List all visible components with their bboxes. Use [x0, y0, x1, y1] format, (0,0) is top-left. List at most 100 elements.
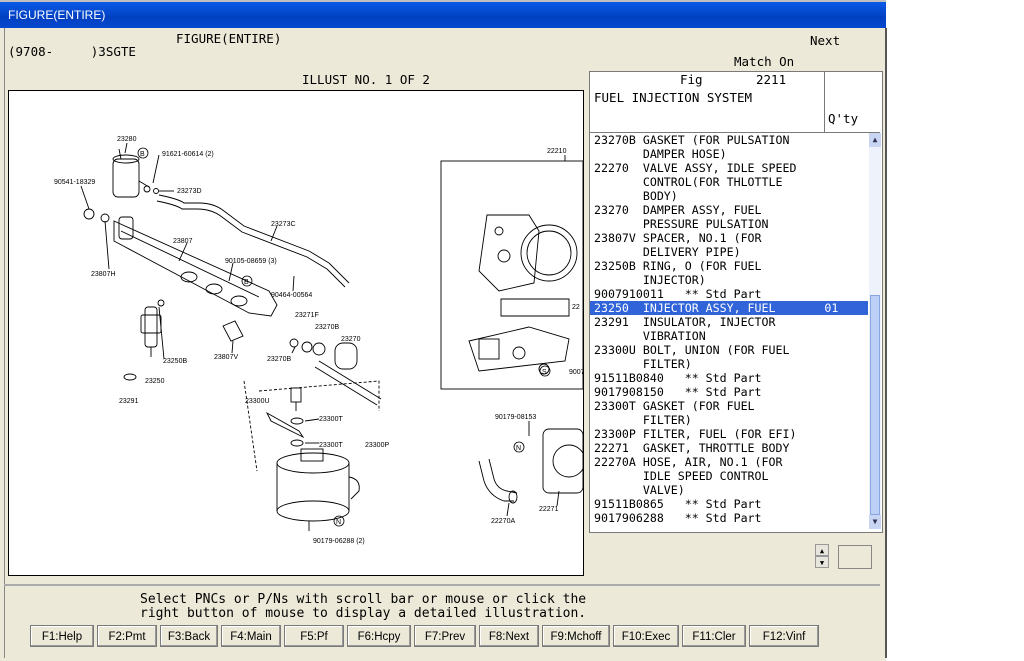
fkey-f11-button[interactable]: F11:Cler: [682, 625, 746, 647]
parts-row[interactable]: VALVE): [594, 483, 685, 497]
marker-b-mid: B: [244, 279, 249, 286]
fkey-f5-button[interactable]: F5:Pf: [284, 625, 344, 647]
window-title: FIGURE(ENTIRE): [8, 8, 106, 22]
fkey-f1-button[interactable]: F1:Help: [30, 625, 94, 647]
label-23807h[interactable]: 23807H: [91, 271, 116, 278]
label-23270[interactable]: 23270: [341, 336, 361, 343]
parts-row[interactable]: 23300P FILTER, FUEL (FOR EFI): [594, 427, 797, 441]
figure-header: Fig 2211 FUEL INJECTION SYSTEM Q'ty: [590, 72, 880, 133]
parts-row[interactable]: 9007910011 ** Std Part: [594, 287, 762, 301]
stepper-down-icon[interactable]: ▼: [815, 556, 829, 568]
label-23273d[interactable]: 23273D: [177, 188, 202, 195]
parts-row[interactable]: CONTROL(FOR THLOTTLE: [594, 175, 783, 189]
label-23807[interactable]: 23807: [173, 238, 193, 245]
figure-title: FIGURE(ENTIRE): [176, 31, 282, 46]
label-23300p[interactable]: 23300P: [365, 442, 389, 449]
parts-list[interactable]: 23270B GASKET (FOR PULSATION DAMPER HOSE…: [590, 133, 868, 529]
application-window: FIGURE(ENTIRE) (9708- )3SGTE FIGURE(ENTI…: [0, 0, 887, 661]
qty-header: Q'ty: [828, 111, 859, 126]
page-stepper[interactable]: ▲ ▼: [815, 544, 829, 570]
parts-row[interactable]: FILTER): [594, 357, 692, 371]
parts-row[interactable]: IDLE SPEED CONTROL: [594, 469, 769, 483]
label-91621[interactable]: 91621-60614 (2): [162, 151, 214, 158]
parts-list-panel: Fig 2211 FUEL INJECTION SYSTEM Q'ty 2327…: [589, 71, 883, 533]
parts-row-selected[interactable]: 23250 INJECTOR ASSY, FUEL 01: [590, 301, 868, 315]
fkey-f2-button[interactable]: F2:Pmt: [97, 625, 157, 647]
label-90541[interactable]: 90541-18329: [54, 179, 95, 186]
label-9007-cut: 9007: [569, 369, 583, 376]
parts-row[interactable]: FILTER): [594, 413, 692, 427]
fkey-f4-button[interactable]: F4:Main: [221, 625, 281, 647]
parts-row[interactable]: 23300T GASKET (FOR FUEL: [594, 399, 755, 413]
label-23273c[interactable]: 23273C: [271, 221, 296, 228]
marker-n-right: N: [516, 445, 521, 452]
system-name: FUEL INJECTION SYSTEM: [594, 90, 753, 105]
fig-label: Fig: [680, 72, 703, 87]
next-button[interactable]: Next: [810, 33, 841, 48]
qty-column-divider: [824, 72, 825, 132]
fkey-f9-button[interactable]: F9:Mchoff: [542, 625, 610, 647]
parts-row[interactable]: 22270 VALVE ASSY, IDLE SPEED: [594, 161, 797, 175]
stepper-up-icon[interactable]: ▲: [815, 544, 829, 556]
parts-row[interactable]: 23300U BOLT, UNION (FOR FUEL: [594, 343, 790, 357]
label-22210[interactable]: 22210: [547, 148, 567, 155]
parts-row[interactable]: 23807V SPACER, NO.1 (FOR: [594, 231, 762, 245]
parts-row[interactable]: 9017906288 ** Std Part: [594, 511, 762, 525]
instruction-line-2: right button of mouse to display a detai…: [140, 606, 587, 621]
label-23270b[interactable]: 23270B: [267, 356, 291, 363]
fkey-f8-button[interactable]: F8:Next: [479, 625, 539, 647]
parts-row[interactable]: 9017908150 ** Std Part: [594, 385, 762, 399]
parts-row[interactable]: DELIVERY PIPE): [594, 245, 741, 259]
label-22271[interactable]: 22271: [539, 506, 559, 513]
marker-n-bottom: N: [336, 519, 341, 526]
parts-row[interactable]: INJECTOR): [594, 273, 706, 287]
label-23807v[interactable]: 23807V: [214, 354, 238, 361]
parts-row[interactable]: DAMPER HOSE): [594, 147, 727, 161]
parts-row[interactable]: 91511B0840 ** Std Part: [594, 371, 762, 385]
fkey-f7-button[interactable]: F7:Prev: [414, 625, 476, 647]
instruction-line-1: Select PNCs or P/Ns with scroll bar or m…: [140, 592, 587, 607]
label-23271f[interactable]: 23271F: [295, 312, 319, 319]
parts-row[interactable]: VIBRATION: [594, 329, 706, 343]
label-23291[interactable]: 23291: [119, 398, 139, 405]
top-strip: [0, 0, 886, 2]
marker-s: S: [542, 369, 547, 376]
title-bar: FIGURE(ENTIRE): [0, 2, 886, 28]
fkey-f6-button[interactable]: F6:Hcpy: [347, 625, 411, 647]
label-23300t-a[interactable]: 23300T: [319, 416, 343, 423]
label-23250b[interactable]: 23250B: [163, 358, 187, 365]
parts-row[interactable]: 23250B RING, O (FOR FUEL: [594, 259, 762, 273]
fig-number: 2211: [756, 72, 787, 87]
fkey-f3-button[interactable]: F3:Back: [160, 625, 218, 647]
parts-row[interactable]: 23270 DAMPER ASSY, FUEL: [594, 203, 762, 217]
scroll-up-icon[interactable]: ▲: [869, 133, 881, 147]
illustration-panel[interactable]: 23280 91621-60614 (2) 90541-18329 23273D…: [8, 90, 586, 576]
parts-row[interactable]: 91511B0865 ** Std Part: [594, 497, 762, 511]
label-23300u[interactable]: 23300U: [245, 398, 270, 405]
label-22270a[interactable]: 22270A: [491, 518, 515, 525]
label-23300t-b[interactable]: 23300T: [319, 442, 343, 449]
parts-row[interactable]: 22270A HOSE, AIR, NO.1 (FOR: [594, 455, 783, 469]
label-90179-06288[interactable]: 90179-06288 (2): [313, 538, 365, 545]
label-90179-08153[interactable]: 90179-08153: [495, 414, 536, 421]
parts-row[interactable]: 23270B GASKET (FOR PULSATION: [594, 133, 790, 147]
label-22-cut: 22: [572, 304, 580, 311]
parts-row[interactable]: BODY): [594, 189, 678, 203]
parts-scrollbar[interactable]: ▲ ▼: [869, 133, 881, 529]
parts-row[interactable]: 22271 GASKET, THROTTLE BODY: [594, 441, 790, 455]
parts-row[interactable]: 23291 INSULATOR, INJECTOR: [594, 315, 776, 329]
exploded-parts-diagram[interactable]: 23280 91621-60614 (2) 90541-18329 23273D…: [9, 91, 586, 575]
fkey-f12-button[interactable]: F12:Vinf: [749, 625, 819, 647]
label-23250[interactable]: 23250: [145, 378, 165, 385]
scroll-down-icon[interactable]: ▼: [869, 515, 881, 529]
parts-row[interactable]: PRESSURE PULSATION: [594, 217, 769, 231]
match-on-button[interactable]: Match On: [734, 54, 795, 69]
quantity-field[interactable]: [838, 545, 872, 569]
label-23280[interactable]: 23280: [117, 136, 137, 143]
fkey-f10-button[interactable]: F10:Exec: [613, 625, 679, 647]
label-90464[interactable]: 90464-00564: [271, 292, 312, 299]
label-23270b-top[interactable]: 23270B: [315, 324, 339, 331]
label-90105[interactable]: 90105-08659 (3): [225, 258, 277, 265]
scroll-thumb[interactable]: [870, 295, 880, 515]
model-code: (9708- )3SGTE: [8, 44, 136, 59]
